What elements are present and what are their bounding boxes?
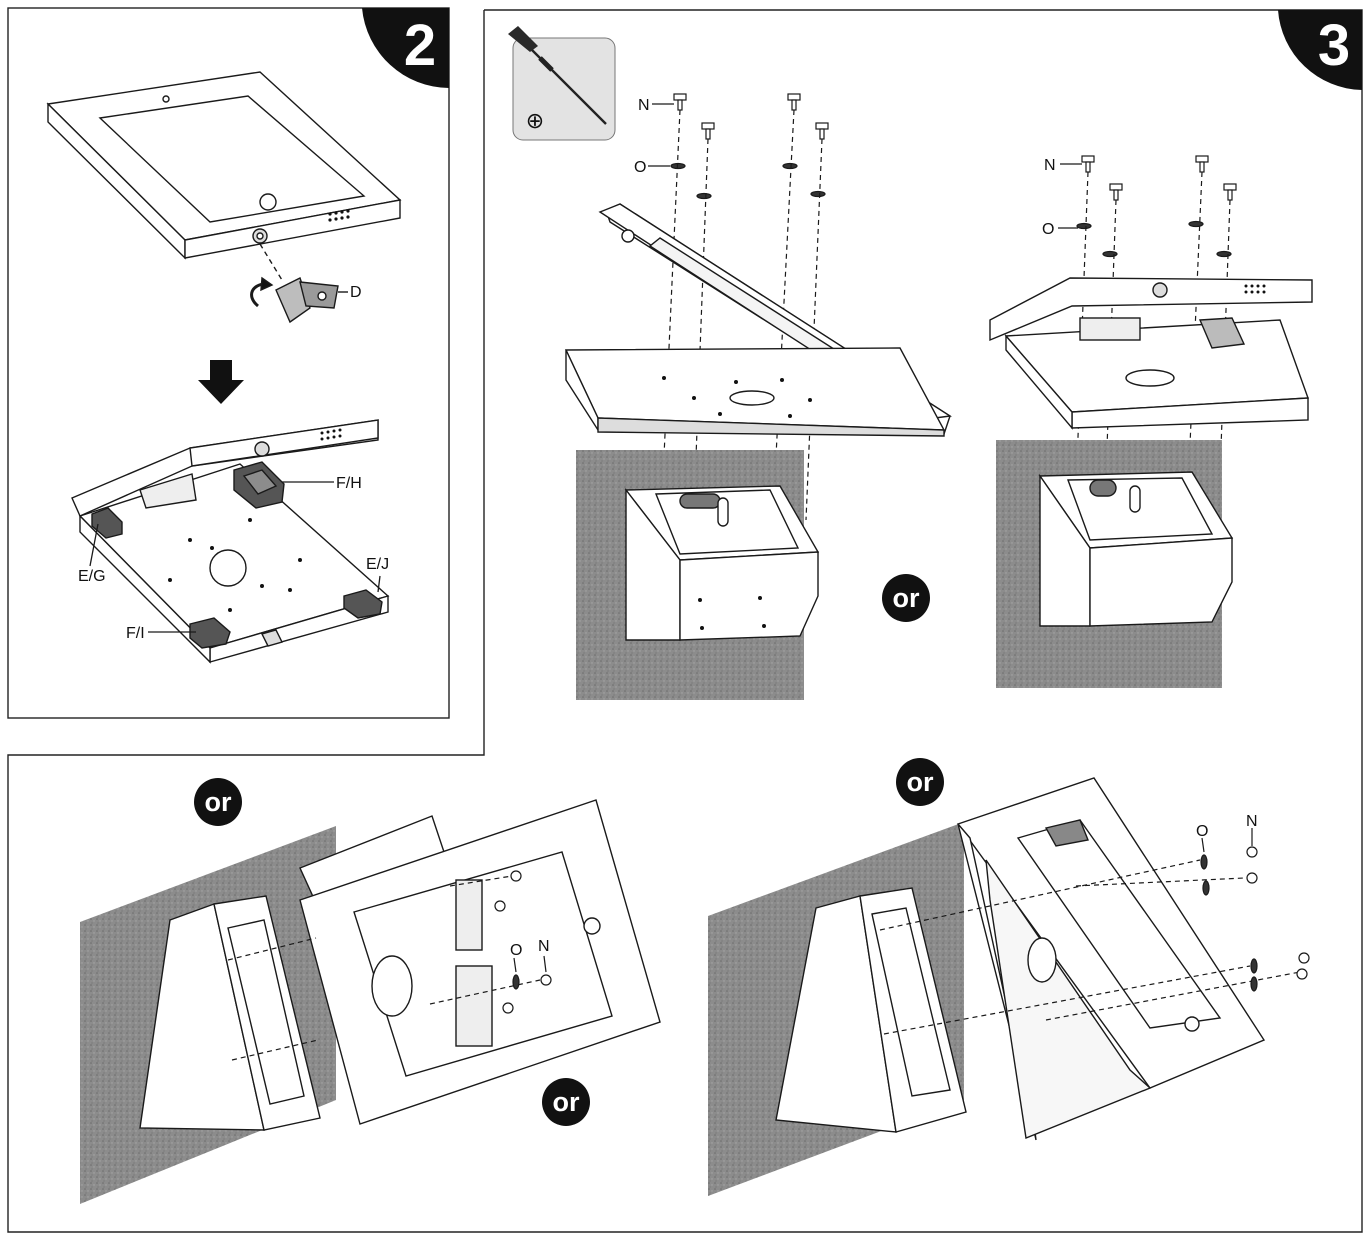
screw-icon <box>1246 872 1258 884</box>
washer-icon <box>810 190 826 198</box>
screw-icon <box>1109 183 1123 201</box>
washer-icon <box>1102 250 1118 258</box>
svg-text:or: or <box>205 787 232 817</box>
label-fi: F/I <box>126 625 145 642</box>
bottom-left-wedge-bracket <box>139 895 321 1131</box>
screw-icon <box>494 900 506 912</box>
tablet-enclosure-open <box>71 419 390 664</box>
washer-icon <box>1076 222 1092 230</box>
screwdriver-icon <box>508 26 607 125</box>
screw-icon <box>673 93 687 111</box>
screw-icon <box>1223 183 1237 201</box>
screw-icon <box>540 974 552 986</box>
or-badge: or <box>896 758 944 806</box>
step3-badge: 3 <box>1278 10 1362 90</box>
step2-badge: 2 <box>362 8 449 88</box>
washer-icon <box>512 974 520 990</box>
tablet-enclosure-closed <box>46 71 402 260</box>
step3-right-bracket <box>1038 471 1234 627</box>
label-br-n: N <box>1246 813 1258 830</box>
label-eg: E/G <box>78 568 106 585</box>
washer-icon <box>1202 880 1210 896</box>
washer-icon <box>1216 250 1232 258</box>
foam-block-ej <box>343 589 383 619</box>
washer-icon <box>1200 854 1208 870</box>
tool-box: ⊕ <box>508 26 616 141</box>
screw-icon <box>1246 846 1258 858</box>
bottom-left-hardware <box>227 870 552 1061</box>
label-right-n: N <box>1044 157 1056 174</box>
washer-icon <box>782 162 798 170</box>
washer-icon <box>1250 958 1258 974</box>
step3-number: 3 <box>1318 13 1350 78</box>
label-left-n: N <box>638 97 650 114</box>
step3-right-enclosure <box>989 277 1313 430</box>
or-badge: or <box>194 778 242 826</box>
screw-icon <box>815 122 829 140</box>
foam-block-fi <box>189 617 231 649</box>
bottom-right-enclosure <box>956 777 1266 1141</box>
label-bl-n: N <box>538 938 550 955</box>
label-key-d: D <box>350 284 362 301</box>
washer-icon <box>1188 220 1204 228</box>
screw-icon <box>1081 155 1095 173</box>
svg-text:or: or <box>553 1087 580 1117</box>
step3-left-bracket <box>624 485 820 641</box>
screw-icon <box>502 1002 514 1014</box>
screw-icon <box>1298 952 1310 964</box>
label-fh: F/H <box>336 475 362 492</box>
washer-icon <box>1250 976 1258 992</box>
down-arrow-icon <box>198 360 244 404</box>
washer-icon <box>696 192 712 200</box>
or-badge: or <box>542 1078 590 1126</box>
phillips-symbol: ⊕ <box>526 108 544 133</box>
bottom-right-hardware <box>879 828 1310 1035</box>
step3-left-enclosure <box>564 203 952 437</box>
step2-illustration <box>46 71 402 324</box>
bottom-left-enclosure <box>299 799 661 1125</box>
foam-block-eg <box>91 507 123 539</box>
or-badge: or <box>882 574 930 622</box>
label-br-o: O <box>1196 823 1208 840</box>
svg-text:or: or <box>893 583 920 613</box>
screw-icon <box>701 122 715 140</box>
svg-text:or: or <box>907 767 934 797</box>
screw-icon <box>787 93 801 111</box>
screw-icon <box>510 870 522 882</box>
step2-number: 2 <box>404 13 436 78</box>
key-icon <box>250 276 339 324</box>
label-ej: E/J <box>366 556 389 573</box>
label-left-o: O <box>634 159 646 176</box>
label-bl-o: O <box>510 942 522 959</box>
screw-icon <box>1296 968 1308 980</box>
bottom-right-wedge-bracket <box>775 887 967 1133</box>
label-right-o: O <box>1042 221 1054 238</box>
screw-icon <box>1195 155 1209 173</box>
step2-panel-frame <box>7 7 450 719</box>
